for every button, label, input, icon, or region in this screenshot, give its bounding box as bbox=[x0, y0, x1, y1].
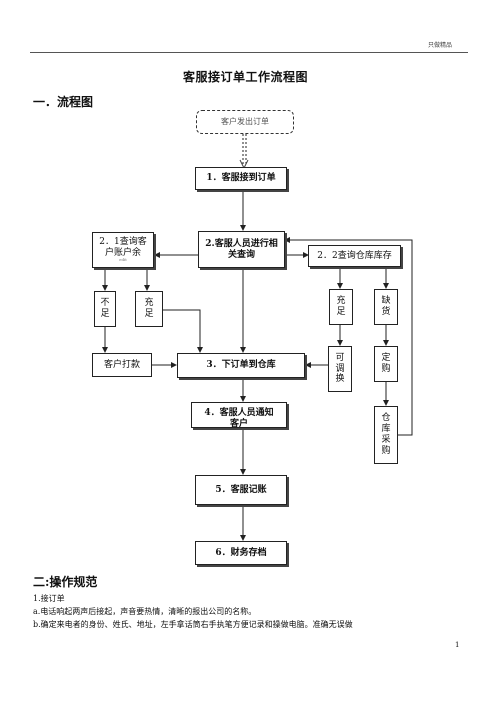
node-query-account-balance-label: 2．1查询客户账户余 bbox=[99, 236, 147, 258]
node-exchangeable: 可调换 bbox=[328, 346, 352, 392]
section-flowchart-heading: 一．流程图 bbox=[33, 95, 94, 109]
node-order-goods: 定购 bbox=[374, 346, 398, 382]
node-query-account-balance-edit: edit bbox=[119, 257, 127, 263]
header-rule bbox=[30, 52, 468, 53]
page-title: 客服接订单工作流程图 bbox=[183, 70, 309, 84]
node-step3-place-order: 3．下订单到仓库 bbox=[177, 353, 305, 378]
node-sufficient-stock: 充足 bbox=[329, 289, 353, 325]
node-customer-payment: 客户打款 bbox=[92, 353, 152, 377]
node-out-of-stock: 缺货 bbox=[374, 289, 398, 325]
node-step1-receive-order: 1．客服接到订单 bbox=[195, 167, 287, 190]
node-sufficient-balance: 充足 bbox=[135, 291, 163, 327]
node-insufficient: 不足 bbox=[94, 291, 116, 327]
body-line-2: a.电话响起两声后接起，声音要热情，清晰的报出公司的名称。 bbox=[33, 607, 257, 616]
node-query-stock: 2．2查询仓库库存 bbox=[308, 245, 401, 267]
node-step2-query: 2.客服人员进行相关查询 bbox=[198, 231, 285, 268]
section-operating-standards-heading: 二:操作规范 bbox=[33, 575, 98, 589]
node-query-account-balance: 2．1查询客户账户余 edit bbox=[92, 232, 154, 268]
node-warehouse-purchase: 仓库采购 bbox=[374, 406, 398, 464]
node-step5-bookkeeping: 5．客服记账 bbox=[195, 475, 287, 505]
body-line-1: 1.接订单 bbox=[33, 594, 65, 603]
header-tag: 只做精品 bbox=[428, 42, 453, 49]
body-line-3: b.确定来电者的身份、姓氏、地址，左手拿话筒右手执笔方便记录和操做电脑。准确无误… bbox=[33, 620, 353, 629]
page-number: 1 bbox=[455, 641, 460, 649]
node-customer-order: 客户发出订单 bbox=[196, 110, 294, 134]
node-step6-finance-archive: 6．财务存档 bbox=[195, 541, 287, 565]
node-step4-notify-customer: 4．客服人员通知客户 bbox=[191, 402, 287, 428]
